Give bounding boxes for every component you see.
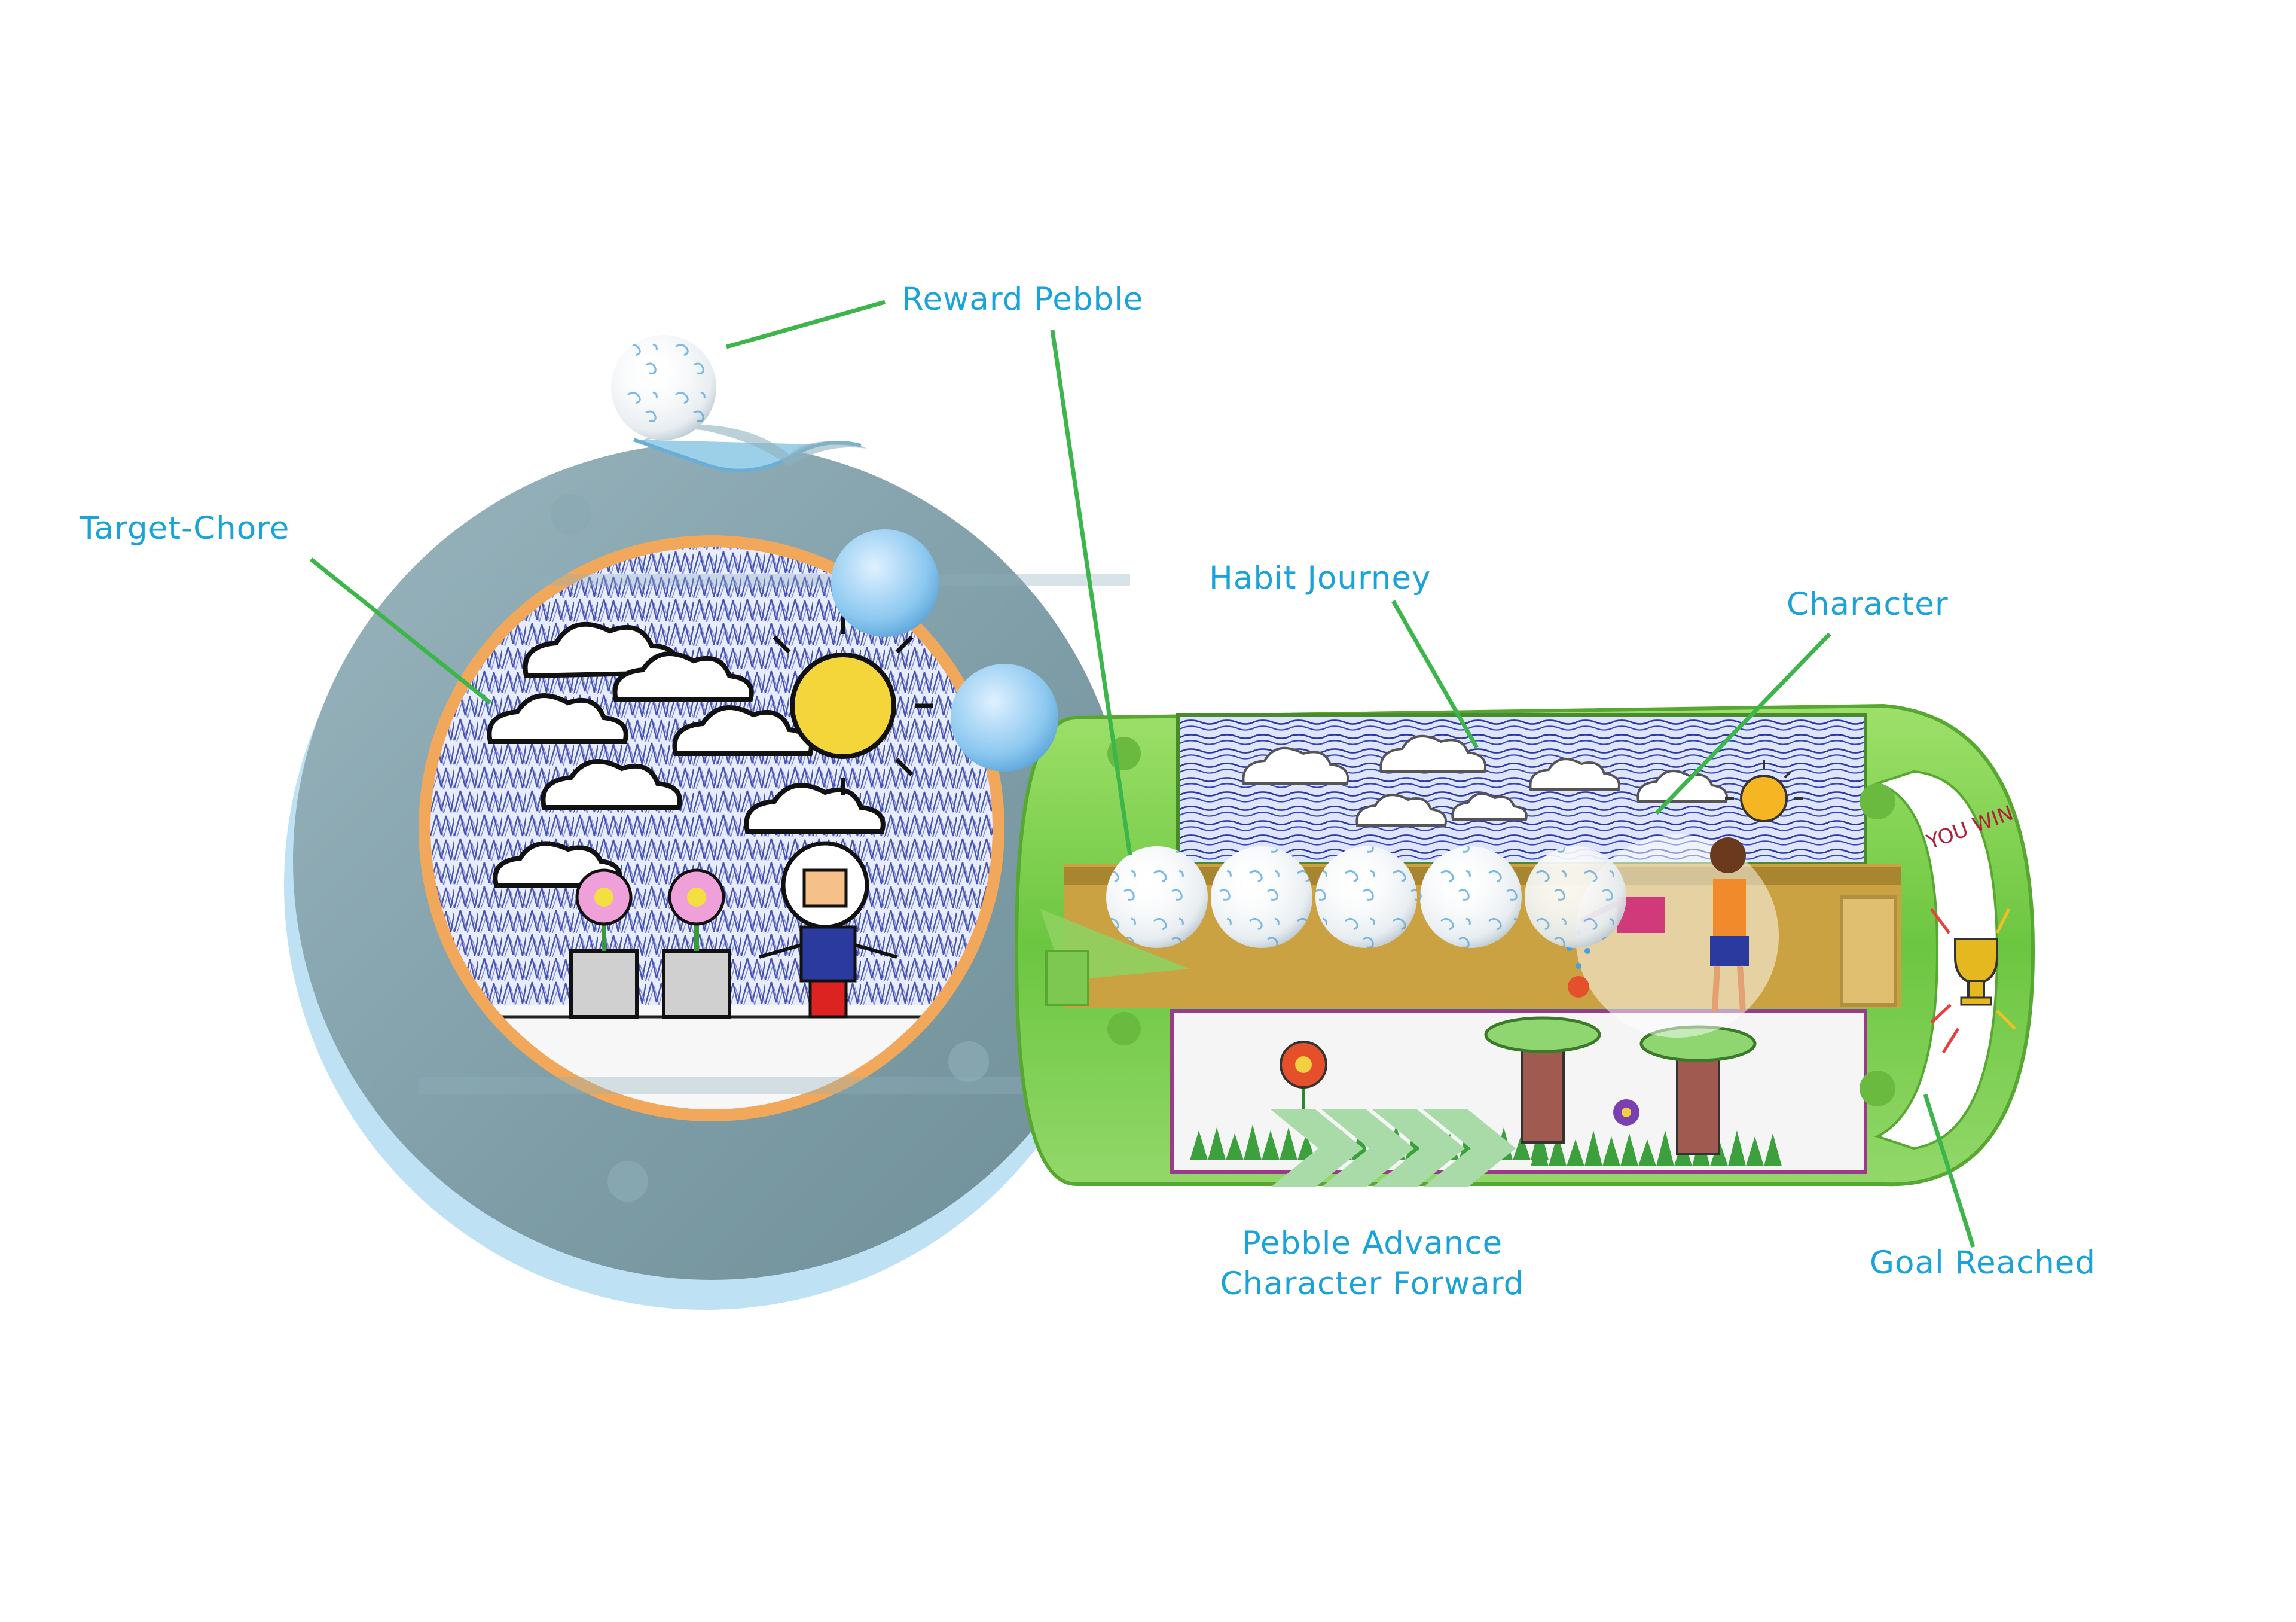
track-pebble (1106, 846, 1208, 948)
flower-pot-left (569, 868, 639, 1019)
trophy-icon (1954, 938, 1998, 1006)
cloud-icon (487, 621, 886, 888)
leader-reward-pebble-top (726, 300, 886, 349)
flower-icon (1613, 1099, 1639, 1126)
sun-icon (773, 616, 933, 795)
tree-left (1484, 1016, 1601, 1144)
track-pebble (1525, 846, 1626, 948)
child-figure (759, 841, 897, 1019)
chevron-right-icon (1271, 1109, 1363, 1187)
leader-lines (309, 300, 1976, 1248)
label-habit-journey: Habit Journey (1209, 560, 1431, 596)
leader-target-chore (309, 557, 492, 705)
leader-goal-reached (1923, 1093, 1976, 1248)
label-character: Character (1787, 586, 1949, 623)
label-target-chore: Target-Chore (80, 510, 290, 547)
reward-pebble-queued (831, 529, 939, 637)
track-pebble (1315, 846, 1417, 948)
label-goal-reached: Goal Reached (1870, 1245, 2096, 1281)
reward-pebble-queued (951, 664, 1058, 772)
chevron-right-icon (1321, 1109, 1414, 1187)
leader-character (1654, 632, 1831, 815)
habit-track: YOU WIN (1014, 703, 2035, 1187)
celebration-rays (1930, 908, 2016, 1054)
chevron-right-icon (1423, 1109, 1516, 1187)
tree-right (1639, 1025, 1757, 1155)
leader-reward-pebble-track (1050, 330, 1132, 856)
advance-arrows (1271, 1109, 1516, 1187)
label-pebble-advance: Pebble Advance Character Forward (1220, 1223, 1525, 1304)
label-pebble-advance-line1: Pebble Advance (1241, 1225, 1503, 1261)
pebble-row (1106, 846, 1626, 948)
character-figure (1567, 834, 1779, 1038)
track-pebble (1211, 846, 1312, 948)
sun-icon (1725, 760, 1803, 822)
flower-icon (1280, 1041, 1327, 1118)
flower-pot-right (662, 868, 731, 1019)
chevron-right-icon (1372, 1109, 1465, 1187)
leader-habit-journey (1391, 600, 1479, 749)
chore-drawing (430, 547, 993, 1109)
label-pebble-advance-line2: Character Forward (1220, 1266, 1525, 1302)
label-reward-pebble: Reward Pebble (902, 281, 1144, 318)
reward-pebble (611, 335, 716, 440)
track-pebble (1420, 846, 1522, 948)
target-chore-dial (284, 425, 1130, 1310)
